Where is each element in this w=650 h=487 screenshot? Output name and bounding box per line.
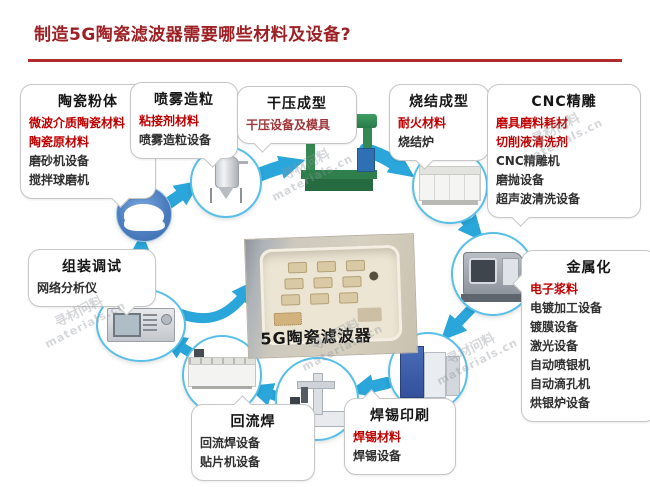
machine-part [237,161,248,164]
stage-item: 磨抛设备 [496,173,545,187]
machine-part [113,313,141,337]
stage-item: 切削液清洗剂 [496,135,569,149]
stage-item: 网络分析仪 [37,281,98,295]
stage-item: 电子浆料 [530,282,579,296]
stage-bubble-dry-pressing: 干压成型 干压设备及模具 [237,86,357,153]
filter-chips-row [287,259,366,274]
machine-part [301,387,308,403]
filter-chip [316,260,337,273]
machine-part [461,294,525,302]
stage-item: 焊锡设备 [353,449,402,463]
machine-part [400,346,424,398]
stage-item: 微波介质陶瓷材料 [29,116,126,130]
page-title: 制造5G陶瓷滤波器需要哪些材料及设备? [34,25,352,45]
arrow-cnc-to-metal [440,302,478,342]
stage-item: 喷雾造粒设备 [139,133,212,147]
stage-item: 焊锡材料 [353,430,402,444]
filter-chip [284,277,304,290]
stage-item: 搅拌球磨机 [29,173,90,187]
stage-item: 烧结炉 [398,135,435,149]
arrow-solder-to-reflow [246,383,281,406]
stage-item: 回流焊设备 [200,436,261,450]
stage-item: 陶瓷原材料 [29,135,90,149]
stage-item: 磨砂机设备 [29,154,90,168]
stage-title: 干压成型 [267,96,327,112]
machine-part [357,148,375,172]
filter-chips-row [280,292,359,306]
machine-part [419,174,481,201]
filter-chip [309,293,330,305]
stage-title: 陶瓷粉体 [58,94,118,110]
stage-item: 激光设备 [530,339,579,353]
stage-item: 烘银炉设备 [530,396,591,410]
stage-bubble-reflow-soldering: 回流焊 回流焊设备 贴片机设备 [191,395,315,481]
stage-title: 回流焊 [230,414,276,430]
machine-part [218,187,234,199]
machine-part [188,364,256,387]
stage-title: 焊锡印刷 [370,408,430,424]
stage-title: 金属化 [566,260,612,276]
filter-chip [287,261,308,274]
tray-hole [369,271,379,281]
stage-bubble-solder-printing: 焊锡印刷 焊锡材料 焊锡设备 [344,389,456,475]
machine-part [192,386,252,389]
stage-item: CNC精雕机 [496,154,560,168]
stage-item: 超声波清洗设备 [496,192,581,206]
machine-part [143,314,157,332]
machine-part [297,381,335,389]
filter-chips-row [284,275,362,290]
title-underline [28,59,622,62]
stage-bubble-metallization: 金属化 电子浆料 电镀加工设备 镀膜设备 激光设备 自动喷银机 自动滴孔机 烘银… [512,250,650,422]
stage-title: 组装调试 [62,259,122,275]
filter-chip [338,292,359,304]
machine-part [446,356,460,396]
machine-part [469,258,497,284]
machine-part [161,314,172,325]
filter-chip [313,276,333,289]
product-photo-5g-ceramic-filter: 5G陶瓷滤波器 [243,233,419,359]
stage-title: 烧结成型 [409,94,469,110]
stage-item: 干压设备及模具 [246,118,331,132]
stage-bubble-assembly-debugging: 组装调试 网络分析仪 [28,249,156,316]
machine-part [301,170,377,179]
stage-item: 粘接剂材料 [139,114,200,128]
machine-part [194,349,204,357]
stage-item: 磨具磨料耗材 [496,116,569,130]
stage-bubble-spray-granulation: 喷雾造粒 粘接剂材料 喷雾造粒设备 [130,82,238,168]
stage-item: 自动滴孔机 [530,377,591,391]
stage-title: 喷雾造粒 [154,92,214,108]
machine-part [502,258,519,286]
filter-chip [342,275,362,288]
stage-item: 镀膜设备 [530,320,579,334]
machine-part [424,352,446,398]
product-label: 5G陶瓷滤波器 [260,325,373,349]
filter-chip [280,294,301,306]
machine-part [422,200,478,205]
stage-item: 自动喷银机 [530,358,591,372]
stage-item: 电镀加工设备 [530,301,603,315]
stage-bubble-sintering: 烧结成型 耐火材料 烧结炉 [389,84,489,170]
filter-pad [357,307,382,323]
arrow-metal-to-solder [348,374,393,398]
stage-item: 耐火材料 [398,116,447,130]
machine-part [306,128,315,172]
stage-item: 贴片机设备 [200,455,261,469]
stage-bubble-cnc-engraving: CNC精雕 磨具磨料耗材 切削液清洗剂 CNC精雕机 磨抛设备 超声波清洗设备 [487,84,641,227]
machine-part [313,373,323,415]
machine-part [124,204,164,227]
machine-part [305,179,373,191]
machine-part [210,188,212,203]
filter-chip [345,259,366,272]
arrow-analyzer-to-product [176,279,258,324]
machine-part [240,188,242,203]
stage-title: CNC精雕 [531,94,597,110]
